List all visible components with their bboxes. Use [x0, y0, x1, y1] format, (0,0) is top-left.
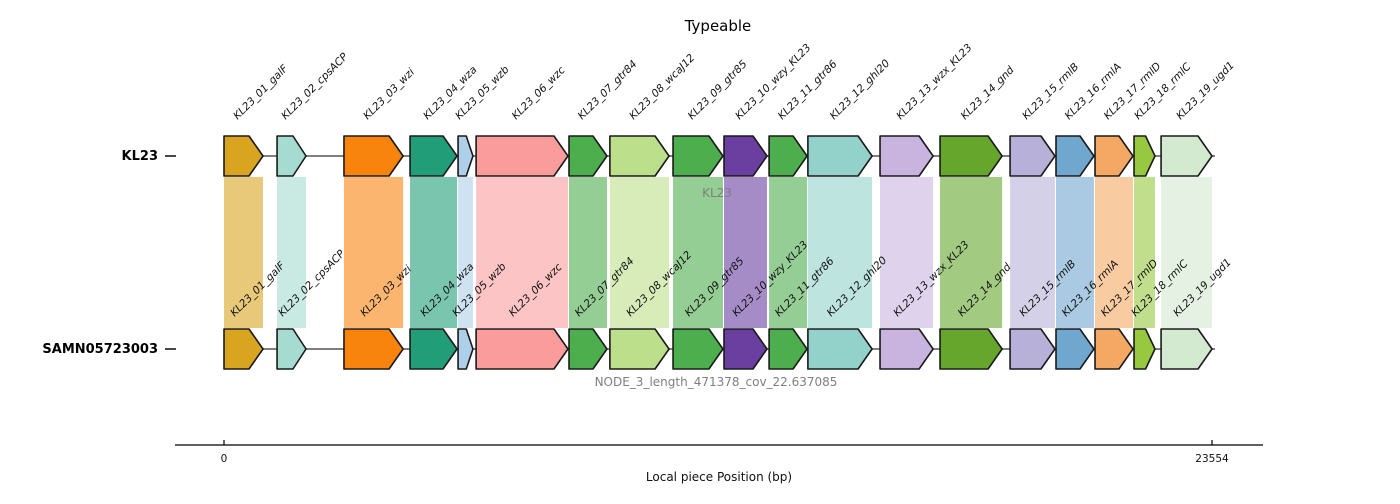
gene-arrow-14-top: [939, 135, 1003, 177]
gene-arrow-9-bottom: [672, 328, 724, 370]
gene-arrow-1-top: [223, 135, 264, 177]
gene-arrow-19-top: [1160, 135, 1213, 177]
gene-arrow-10-top: [723, 135, 768, 177]
gene-arrow-3-bottom: [343, 328, 404, 370]
gene-ribbon-15: [1010, 177, 1055, 328]
gene-ribbon-17: [1095, 177, 1133, 328]
gene-ribbon-3: [343, 177, 404, 328]
gene-ribbon-11: [769, 177, 808, 328]
x-axis-title: Local piece Position (bp): [646, 470, 792, 484]
gene-arrow-16-bottom: [1055, 328, 1095, 370]
gene-ribbon-12: [807, 177, 873, 328]
gene-arrow-19-bottom: [1160, 328, 1213, 370]
alignment-cluster-label: KL23: [702, 186, 732, 200]
gene-arrow-14-bottom: [939, 328, 1003, 370]
gene-label-2: KL23_02_cpsACP: [279, 50, 351, 122]
gene-ribbon-5: [458, 177, 473, 328]
gene-arrow-17-top: [1094, 135, 1134, 177]
gene-arrow-13-top: [879, 135, 934, 177]
gene-ribbon-9: [673, 177, 723, 328]
bottom-track-genes: [223, 328, 1213, 370]
contig-node-label: NODE_3_length_471378_cov_22.637085: [595, 375, 838, 389]
gene-arrow-6-top: [475, 135, 569, 177]
gene-arrow-7-top: [568, 135, 608, 177]
gene-ribbon-8: [609, 177, 670, 328]
gene-ribbon-10: [723, 177, 767, 328]
gene-ribbon-6: [476, 177, 568, 328]
top-track-genes: [223, 135, 1213, 177]
gene-ribbon-4: [410, 177, 458, 328]
gene-arrow-5-top: [457, 135, 474, 177]
gene-arrow-13-bottom: [879, 328, 934, 370]
gene-ribbon-1: [224, 177, 264, 328]
gene-arrow-1-bottom: [223, 328, 264, 370]
gene-label-4: KL23_04_wza: [421, 64, 479, 122]
x-axis-tick-label-0: 0: [221, 453, 228, 465]
gene-ribbon-7: [569, 177, 607, 328]
gene-ribbon-16: [1056, 177, 1094, 328]
gene-arrow-12-bottom: [807, 328, 873, 370]
gene-ribbon-18: [1134, 177, 1155, 328]
gene-arrow-15-bottom: [1009, 328, 1056, 370]
gene-label-6: KL23_06_wzc: [510, 64, 568, 122]
gene-label-14: KL23_14_gnd: [959, 64, 1017, 122]
gene-arrow-3-top: [343, 135, 404, 177]
gene-arrow-18-bottom: [1133, 328, 1156, 370]
gene-arrow-18-top: [1133, 135, 1156, 177]
gene-ribbon-19: [1161, 177, 1212, 328]
gene-arrow-10-bottom: [723, 328, 768, 370]
homology-ribbons-layer: [224, 177, 1212, 328]
gene-arrow-15-top: [1009, 135, 1056, 177]
gene-arrow-2-top: [276, 135, 307, 177]
gene-arrow-4-top: [409, 135, 458, 177]
gene-arrow-11-top: [768, 135, 808, 177]
gene-arrow-8-top: [609, 135, 670, 177]
gene-arrow-16-top: [1055, 135, 1095, 177]
gene-arrow-9-top: [672, 135, 724, 177]
gene-arrow-12-top: [807, 135, 873, 177]
gene-ribbon-2: [277, 177, 307, 328]
gene-label-3: KL23_03_wzi: [361, 66, 417, 122]
track-label-samn: SAMN05723003: [42, 342, 158, 357]
gene-arrow-6-bottom: [475, 328, 569, 370]
gene-ribbon-14: [940, 177, 1003, 328]
gene-arrow-17-bottom: [1094, 328, 1134, 370]
gene-ribbon-13: [880, 177, 934, 328]
gene-arrow-2-bottom: [276, 328, 307, 370]
chart-title: Typeable: [684, 17, 752, 35]
gene-arrow-8-bottom: [609, 328, 670, 370]
x-axis-tick-label-23554: 23554: [1195, 453, 1229, 465]
gene-arrow-5-bottom: [457, 328, 474, 370]
gene-arrow-4-bottom: [409, 328, 458, 370]
gene-arrow-11-bottom: [768, 328, 808, 370]
gene-label-10: KL23_10_wzy_KL23: [733, 42, 813, 122]
track-label-kl23: KL23: [122, 149, 158, 164]
gene-arrow-7-bottom: [568, 328, 608, 370]
